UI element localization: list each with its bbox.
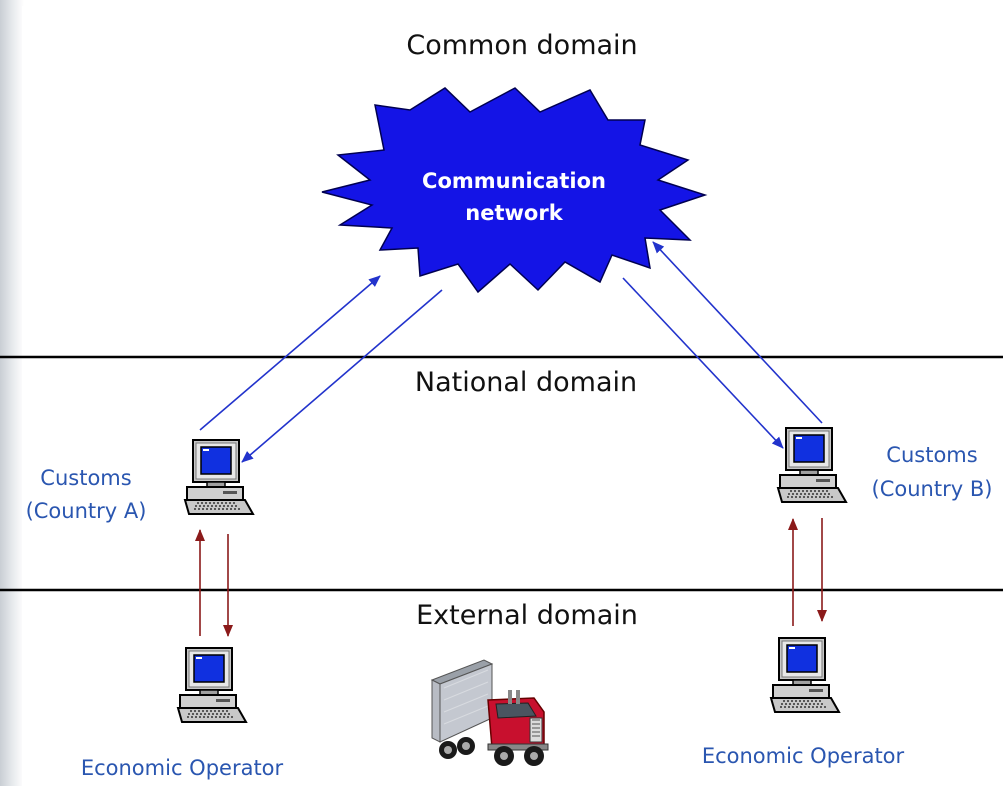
operator-b-label: Economic Operator bbox=[702, 744, 905, 768]
arrow-network-to-customs-a bbox=[241, 289, 443, 463]
arrow-customs-a-to-network bbox=[199, 275, 381, 431]
network-label-line2: network bbox=[465, 201, 563, 225]
national-domain-label: National domain bbox=[415, 367, 637, 398]
arrow-network-to-customs-b bbox=[622, 277, 784, 449]
external-domain-label: External domain bbox=[416, 600, 638, 631]
customs-a-computer-icon bbox=[184, 439, 254, 515]
truck-icon bbox=[431, 659, 549, 767]
customs-b-label-line1: Customs bbox=[886, 443, 977, 467]
network-label-line1: Communication bbox=[422, 169, 606, 193]
arrow-customs-b-to-network bbox=[652, 241, 823, 424]
customs-b-computer-icon bbox=[777, 427, 847, 503]
operator-a-computer-icon bbox=[177, 647, 247, 723]
operator-a-label: Economic Operator bbox=[81, 756, 284, 780]
customs-b-label-line2: (Country B) bbox=[872, 477, 993, 501]
operator-b-computer-icon bbox=[770, 637, 840, 713]
common-domain-label: Common domain bbox=[406, 30, 637, 61]
communication-network-cloud bbox=[321, 87, 708, 294]
customs-a-label-line2: (Country A) bbox=[26, 499, 147, 523]
customs-a-label-line1: Customs bbox=[40, 466, 131, 490]
